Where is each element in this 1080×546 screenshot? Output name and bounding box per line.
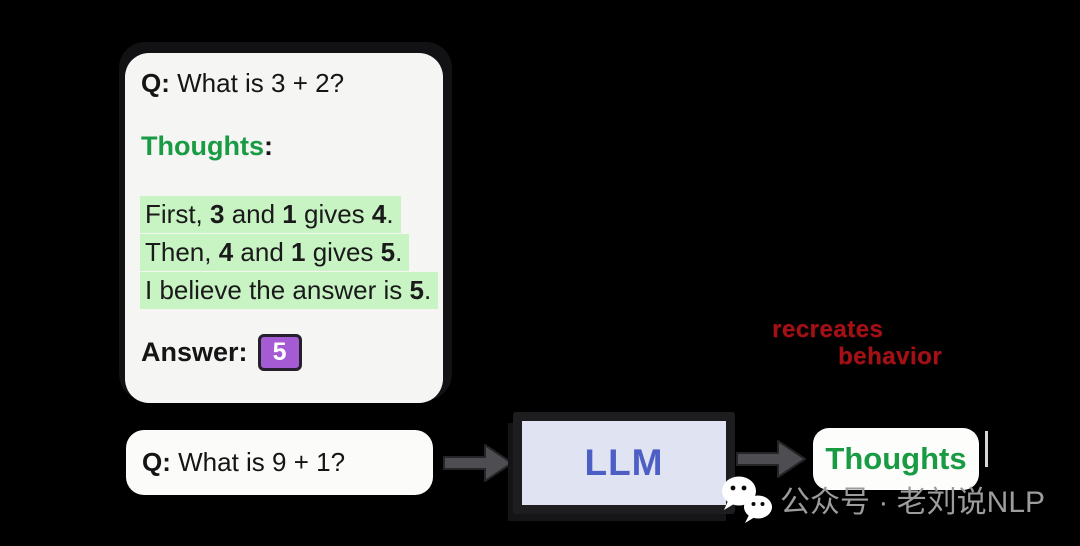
question-prefix: Q: [141, 68, 170, 98]
thoughts-heading-colon: : [263, 131, 273, 161]
thought-line-3: I believe the answer is 5. [140, 272, 439, 309]
annotation-behavior: behavior [838, 343, 943, 370]
annotation-recreates: recreates [772, 316, 884, 343]
stacked-card-edge [985, 431, 988, 467]
query-question: Q: What is 9 + 1? [142, 447, 345, 478]
answer-row: Answer: 5 [141, 334, 302, 371]
wechat-icon [722, 476, 772, 523]
query-prefix: Q: [142, 447, 171, 477]
example-card: Q: What is 3 + 2? Thoughts: First, 3 and… [125, 53, 443, 403]
watermark-text: 公众号 · 老刘说NLP [780, 486, 1046, 519]
output-thoughts-label: Thoughts [825, 441, 967, 476]
llm-label: LLM [584, 442, 664, 483]
thought-lines: First, 3 and 1 gives 4. Then, 4 and 1 gi… [140, 196, 439, 310]
question-text: What is 3 + 2? [169, 68, 345, 98]
thought-line-1: First, 3 and 1 gives 4. [140, 196, 401, 233]
example-question: Q: What is 3 + 2? [141, 68, 344, 99]
answer-label: Answer: [141, 337, 248, 367]
llm-box: LLM [513, 412, 735, 514]
arrow-right-icon [443, 444, 513, 482]
watermark: 公众号 · 老刘说NLP [720, 474, 1045, 524]
thoughts-heading: Thoughts: [141, 131, 273, 162]
thought-line-2: Then, 4 and 1 gives 5. [140, 234, 410, 271]
thoughts-heading-label: Thoughts [141, 131, 264, 161]
query-card: Q: What is 9 + 1? [126, 430, 433, 495]
answer-badge: 5 [257, 334, 302, 371]
arrow-right-icon [736, 440, 806, 478]
output-thoughts-box: Thoughts [813, 428, 979, 490]
query-text: What is 9 + 1? [170, 447, 346, 477]
